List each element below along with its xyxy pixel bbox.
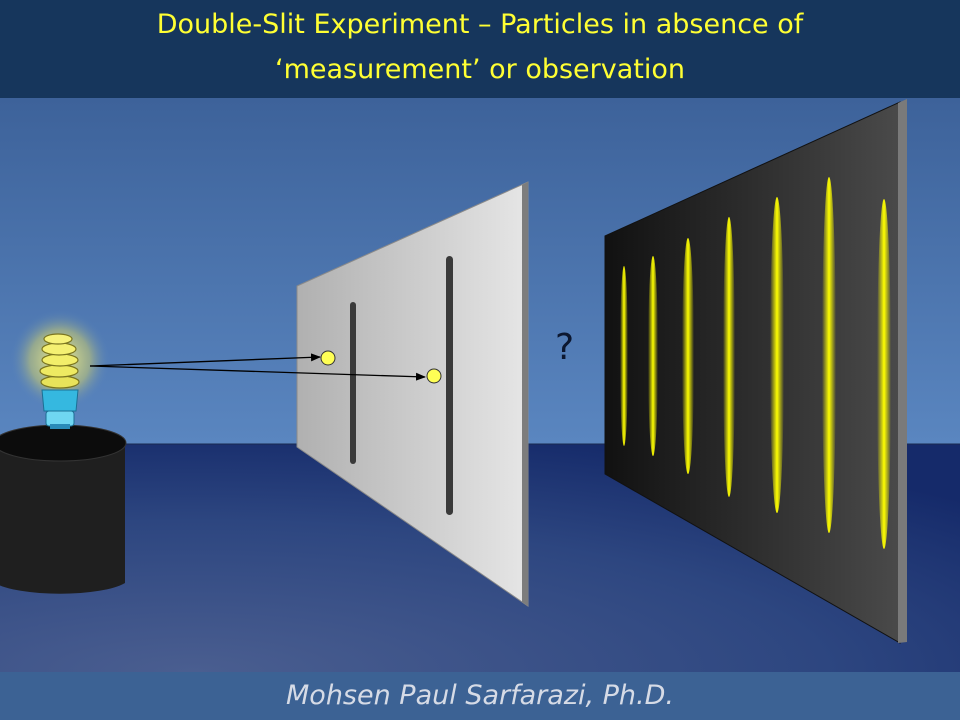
interference-fringe xyxy=(822,177,836,533)
title-bar: Double-Slit Experiment – Particles in ab… xyxy=(0,0,960,98)
double-slit-scene xyxy=(0,98,960,672)
author-credit: Mohsen Paul Sarfarazi, Ph.D. xyxy=(286,680,674,711)
cfl-light-bulb-icon xyxy=(10,310,110,429)
trajectory-arrow-lower xyxy=(89,365,426,381)
slide-title-line-2: ‘measurement’ or observation xyxy=(275,54,685,85)
interference-fringe xyxy=(877,199,891,549)
lower-slit xyxy=(446,256,453,515)
particle-dot xyxy=(426,368,442,384)
trajectory-arrow-upper xyxy=(89,353,321,367)
slide-title-line-1: Double-Slit Experiment – Particles in ab… xyxy=(156,9,804,40)
detector-screen xyxy=(604,99,907,644)
interference-fringe xyxy=(770,197,784,513)
particle-dot xyxy=(320,350,336,366)
question-mark: ? xyxy=(555,327,575,368)
double-slit-barrier xyxy=(296,181,529,607)
cylinder-pedestal xyxy=(0,424,127,594)
interference-fringe xyxy=(648,256,658,456)
footer-bar: Mohsen Paul Sarfarazi, Ph.D. xyxy=(0,672,960,720)
interference-fringe xyxy=(682,238,694,474)
interference-fringe xyxy=(620,266,628,446)
interference-fringe xyxy=(723,217,735,497)
upper-slit xyxy=(350,302,356,464)
